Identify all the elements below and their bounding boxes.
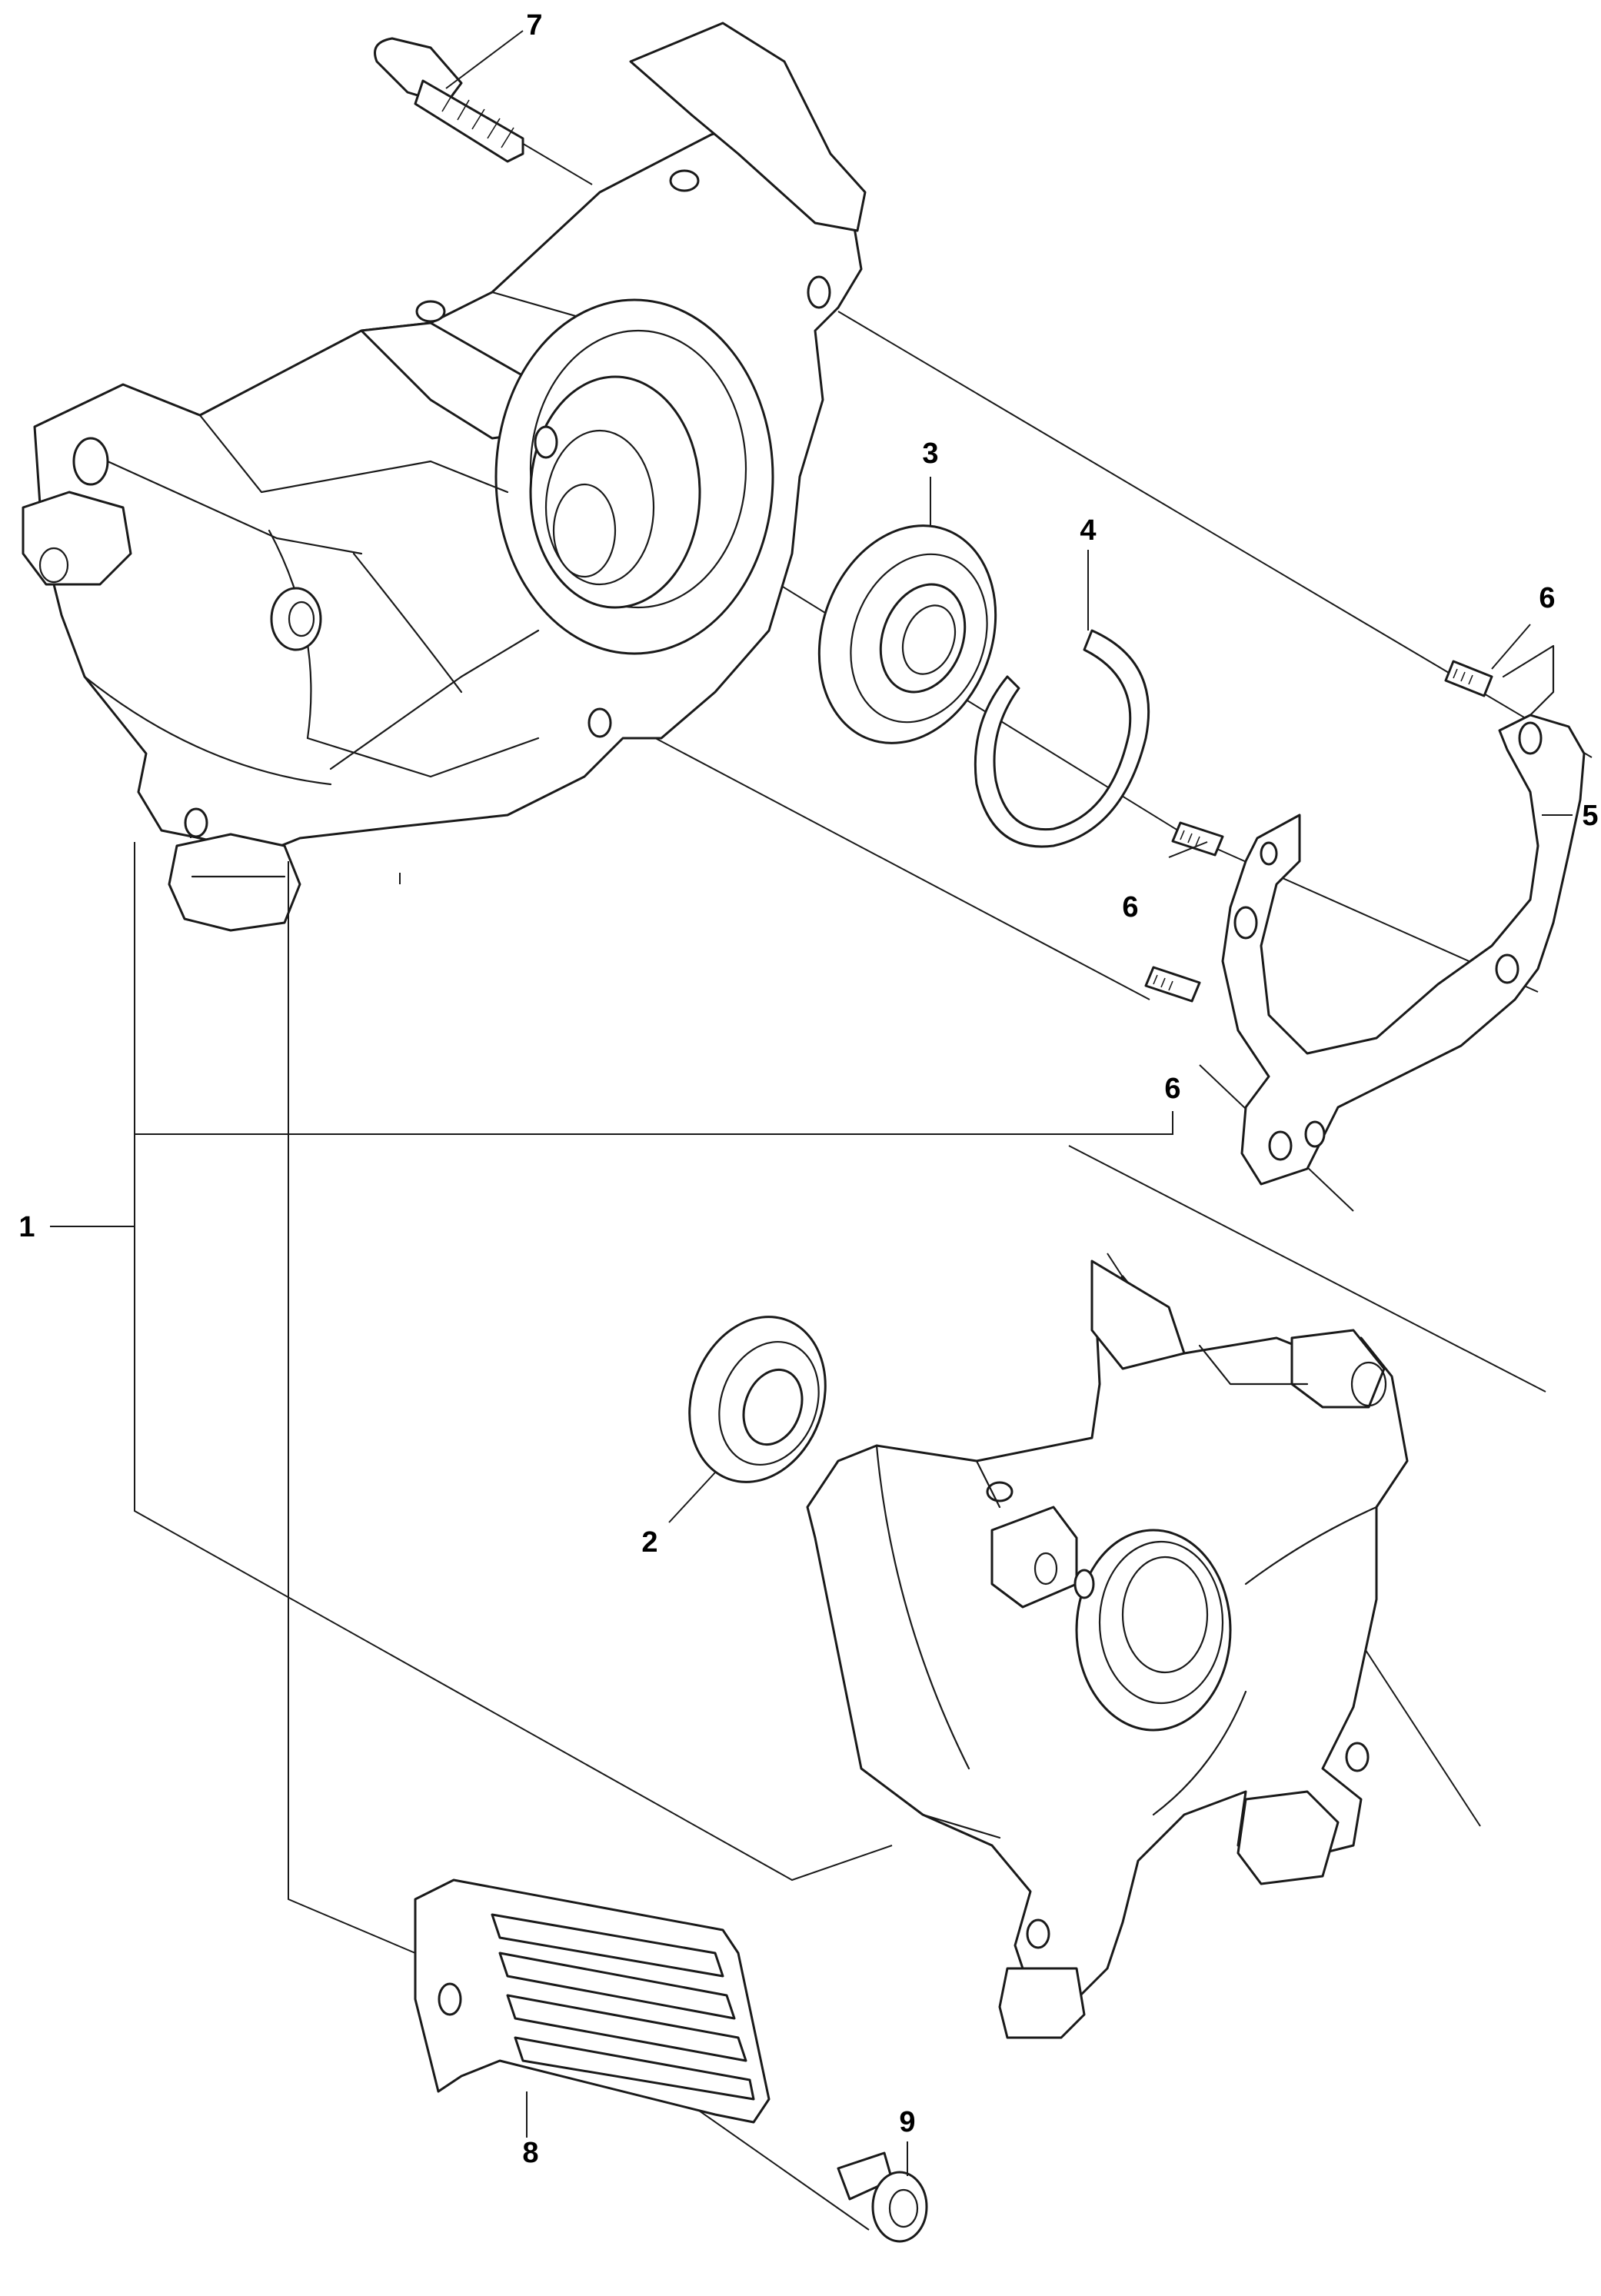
callout-leaders bbox=[50, 30, 1573, 2176]
dowel-pin-6-lower bbox=[1144, 966, 1201, 1003]
bearing-2 bbox=[688, 1316, 827, 1483]
callout-labels: 1 2 3 4 5 6 6 6 7 8 9 bbox=[18, 9, 1598, 2169]
gasket-5 bbox=[1221, 644, 1586, 1186]
callout-2: 2 bbox=[641, 1526, 657, 1559]
retaining-ring-4 bbox=[974, 629, 1150, 848]
callout-8: 8 bbox=[522, 2137, 538, 2169]
dowel-pin-6-upper bbox=[1444, 660, 1493, 697]
heat-shield-8 bbox=[414, 1878, 771, 2124]
callout-6-lower: 6 bbox=[1164, 1073, 1180, 1105]
callout-5: 5 bbox=[1582, 800, 1598, 832]
callout-6-upper: 6 bbox=[1539, 582, 1555, 614]
callout-3: 3 bbox=[922, 438, 938, 470]
screw-9 bbox=[837, 2151, 928, 2243]
callout-6-middle: 6 bbox=[1122, 891, 1138, 923]
screw-7 bbox=[374, 37, 524, 163]
crankcase-upper-half bbox=[22, 22, 867, 932]
callout-1: 1 bbox=[18, 1211, 35, 1243]
callout-9: 9 bbox=[899, 2106, 915, 2138]
callout-7: 7 bbox=[526, 9, 542, 42]
bearing-3 bbox=[817, 524, 997, 744]
crankcase-lower-half bbox=[806, 1259, 1409, 2039]
dowel-pin-6-middle bbox=[1171, 821, 1224, 857]
callout-4: 4 bbox=[1080, 514, 1096, 547]
